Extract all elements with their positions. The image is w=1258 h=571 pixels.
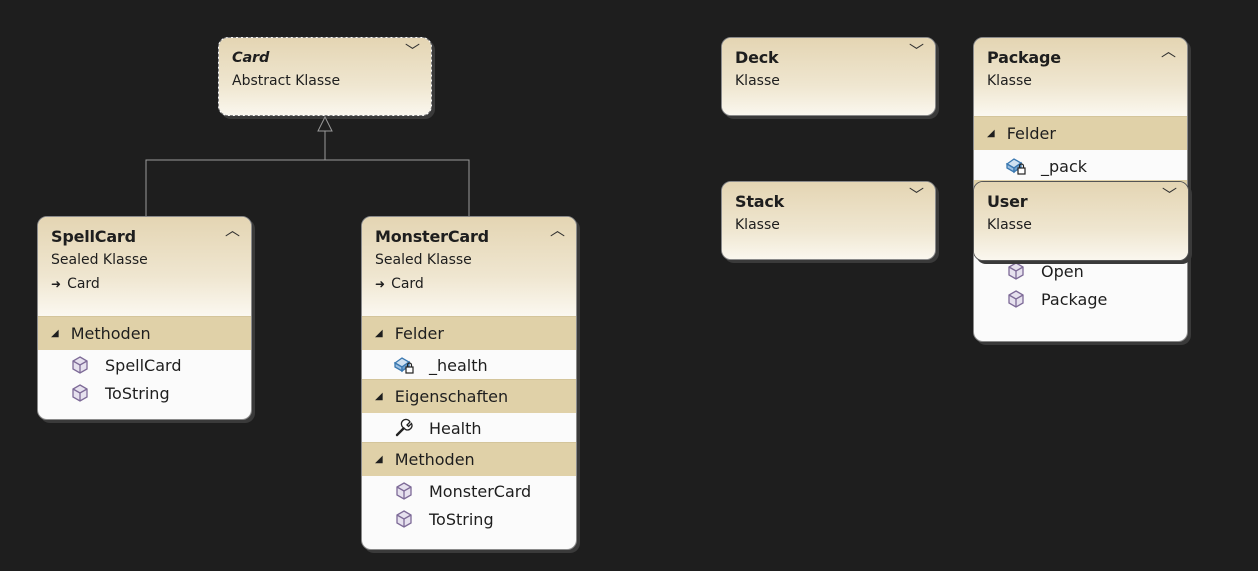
class-kind: Klasse: [987, 217, 1032, 233]
base-class: ➜ Card: [51, 273, 239, 295]
expanded-triangle-icon: ◢: [375, 391, 383, 402]
expand-chevron-icon[interactable]: ﹀: [1161, 186, 1177, 204]
method-icon: [1005, 288, 1027, 310]
class-kind: Klasse: [735, 73, 780, 89]
class-header: Stack Klasse ﹀: [722, 182, 935, 259]
member-item[interactable]: _pack: [974, 152, 1187, 180]
class-name: SpellCard: [51, 227, 136, 246]
method-icon: [69, 382, 91, 404]
inherits-arrow-icon: ➜: [375, 277, 386, 291]
class-header: Card Abstract Klasse ﹀: [219, 38, 431, 115]
member-item[interactable]: ToString: [362, 505, 576, 533]
class-name: Card: [232, 50, 270, 66]
member-item[interactable]: _health: [362, 351, 576, 379]
class-header: User Klasse ﹀: [974, 182, 1188, 260]
member-item[interactable]: Health: [362, 414, 576, 442]
method-icon: [69, 354, 91, 376]
member-label: Health: [429, 418, 482, 438]
expanded-triangle-icon: ◢: [987, 128, 995, 139]
method-icon: [1005, 260, 1027, 282]
class-user[interactable]: User Klasse ﹀: [973, 181, 1189, 261]
section-header-felder[interactable]: ◢ Felder: [974, 116, 1187, 150]
expand-chevron-icon[interactable]: ﹀: [908, 42, 924, 60]
expanded-triangle-icon: ◢: [375, 328, 383, 339]
member-label: SpellCard: [105, 355, 182, 375]
expanded-triangle-icon: ◢: [375, 454, 383, 465]
private-field-icon: [393, 354, 415, 376]
class-kind: Sealed Klasse: [51, 252, 148, 268]
class-header: Deck Klasse ﹀: [722, 38, 935, 115]
collapse-chevron-icon[interactable]: ︿: [224, 221, 240, 239]
section-title: Methoden: [394, 450, 475, 469]
class-name: MonsterCard: [375, 227, 489, 246]
class-name: Stack: [735, 192, 785, 211]
class-spellcard[interactable]: SpellCard Sealed Klasse ➜ Card ︿ ◢ Methode…: [37, 216, 252, 420]
inherits-arrow-icon: ➜: [51, 277, 62, 291]
expand-chevron-icon[interactable]: ﹀: [908, 186, 924, 204]
member-item[interactable]: Package: [974, 285, 1187, 313]
section-header-eigenschaften[interactable]: ◢ Eigenschaften: [362, 379, 576, 413]
member-label: ToString: [429, 509, 494, 529]
member-item[interactable]: ToString: [38, 379, 251, 407]
class-header: MonsterCard Sealed Klasse ➜ Card ︿: [362, 217, 576, 316]
class-monstercard[interactable]: MonsterCard Sealed Klasse ➜ Card ︿ ◢ Felde…: [361, 216, 577, 550]
class-name: Deck: [735, 48, 779, 67]
class-kind: Klasse: [735, 217, 780, 233]
class-card[interactable]: Card Abstract Klasse ﹀: [218, 37, 432, 116]
base-class-label: Card: [391, 276, 424, 292]
property-wrench-icon: [393, 417, 415, 439]
base-class: ➜ Card: [375, 273, 564, 295]
class-name: User: [987, 192, 1028, 211]
member-label: Open: [1041, 261, 1084, 281]
method-icon: [393, 508, 415, 530]
section-title: Methoden: [70, 324, 151, 343]
class-deck[interactable]: Deck Klasse ﹀: [721, 37, 936, 116]
collapse-chevron-icon[interactable]: ︿: [1160, 42, 1176, 60]
member-label: _pack: [1041, 156, 1088, 176]
section-title: Felder: [1006, 124, 1056, 143]
member-label: ToString: [105, 383, 170, 403]
member-label: MonsterCard: [429, 481, 532, 501]
member-item[interactable]: MonsterCard: [362, 477, 576, 505]
class-stack[interactable]: Stack Klasse ﹀: [721, 181, 936, 260]
class-header: SpellCard Sealed Klasse ➜ Card ︿: [38, 217, 251, 316]
expand-chevron-icon[interactable]: ﹀: [404, 42, 420, 60]
section-title: Eigenschaften: [394, 387, 509, 406]
inheritance-arrowhead: [317, 115, 333, 132]
member-label: _health: [429, 355, 488, 375]
class-kind: Klasse: [987, 73, 1032, 89]
member-label: Package: [1041, 289, 1108, 309]
class-kind: Sealed Klasse: [375, 252, 472, 268]
class-header: Package Klasse ︿: [974, 38, 1187, 116]
member-item[interactable]: Open: [974, 257, 1187, 285]
class-name: Package: [987, 48, 1061, 67]
section-header-methoden[interactable]: ◢ Methoden: [38, 316, 251, 350]
member-item[interactable]: SpellCard: [38, 351, 251, 379]
method-icon: [393, 480, 415, 502]
expanded-triangle-icon: ◢: [51, 328, 59, 339]
private-field-icon: [1005, 155, 1027, 177]
base-class-label: Card: [67, 276, 100, 292]
section-header-felder[interactable]: ◢ Felder: [362, 316, 576, 350]
section-header-methoden[interactable]: ◢ Methoden: [362, 442, 576, 476]
collapse-chevron-icon[interactable]: ︿: [549, 221, 565, 239]
class-kind: Abstract Klasse: [232, 73, 341, 89]
inheritance-connector: [145, 159, 470, 216]
section-title: Felder: [394, 324, 444, 343]
